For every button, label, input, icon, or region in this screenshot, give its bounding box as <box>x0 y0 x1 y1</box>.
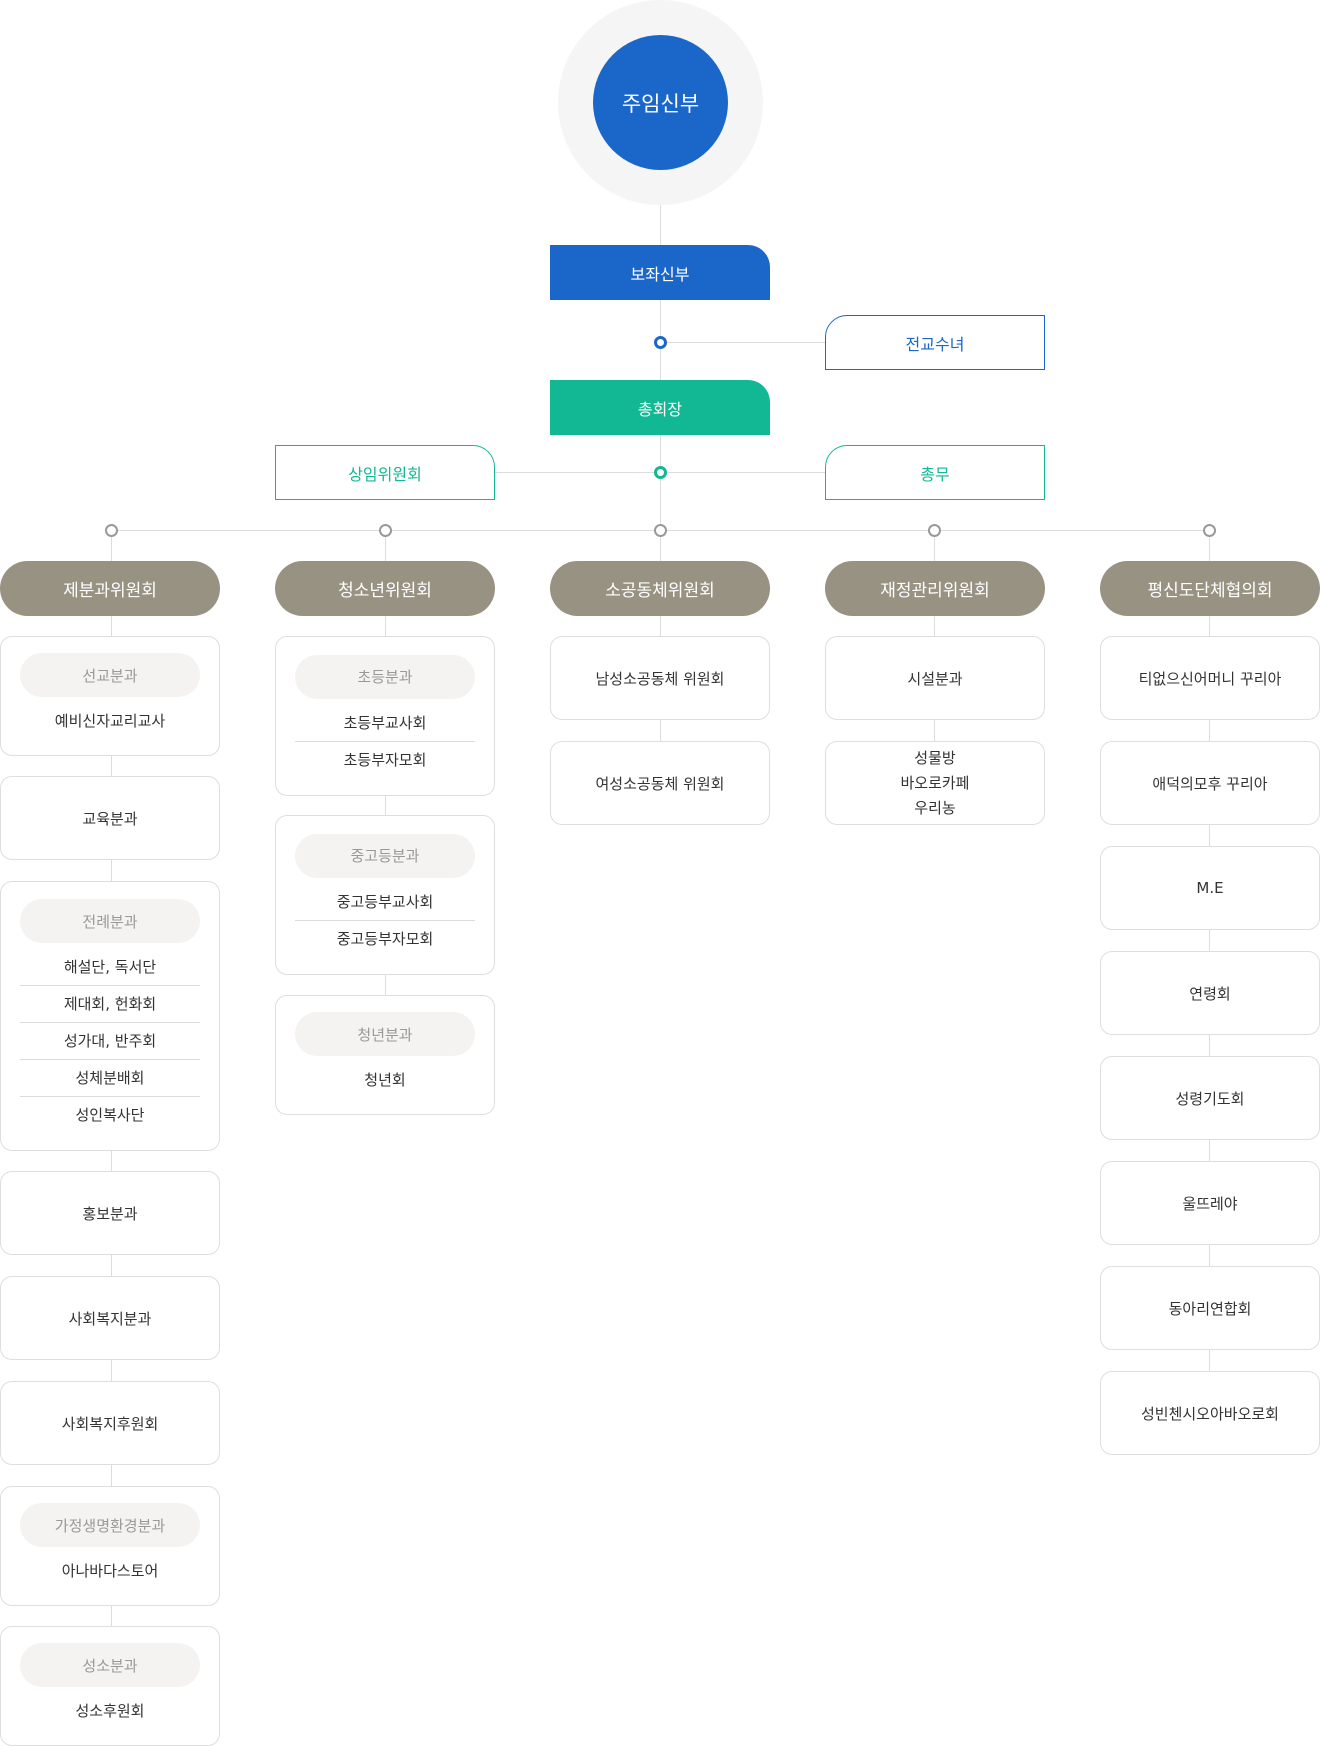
organization-box: 티없으신어머니 꾸리아 <box>1100 636 1320 720</box>
department-box: 성소분과 성소후원회 <box>0 1626 220 1746</box>
organization-box: 애덕의모후 꾸리아 <box>1100 741 1320 825</box>
connector-dot <box>1203 524 1216 537</box>
department-header: 성소분과 <box>20 1643 200 1687</box>
department-label: 교육분과 <box>82 809 138 828</box>
department-header: 초등분과 <box>295 654 475 699</box>
group-item: 바오로카페 <box>900 773 970 792</box>
connector-dot <box>928 524 941 537</box>
group-item: 중고등부자모회 <box>336 929 434 948</box>
organization-label: 성빈첸시오아바오로회 <box>1140 1404 1279 1423</box>
organization-label: 성령기도회 <box>1175 1089 1245 1108</box>
group-item: 초등부교사회 <box>295 705 475 742</box>
department-box: 사회복지분과 <box>0 1276 220 1360</box>
organization-box: 성령기도회 <box>1100 1056 1320 1140</box>
organization-label: M.E <box>1196 879 1224 897</box>
department-box: 교육분과 <box>0 776 220 860</box>
department-box: 성물방 바오로카페 우리농 <box>825 741 1045 825</box>
group-item: 초등부자모회 <box>343 750 427 769</box>
group-item: 우리농 <box>914 798 956 817</box>
president-node: 총회장 <box>550 380 770 435</box>
department-header: 전례분과 <box>20 899 200 943</box>
department-box: 사회복지후원회 <box>0 1381 220 1465</box>
group-item: 성물방 <box>914 748 956 767</box>
department-label: 남성소공동체 위원회 <box>595 669 725 688</box>
department-box: 초등분과 초등부교사회 초등부자모회 <box>275 636 495 796</box>
group-item: 제대회, 헌화회 <box>20 986 200 1023</box>
group-item: 성가대, 반주회 <box>20 1023 200 1060</box>
standing-committee-node: 상임위원회 <box>275 445 495 500</box>
organization-label: 동아리연합회 <box>1168 1299 1252 1318</box>
committee-node: 청소년위원회 <box>275 561 495 616</box>
department-box: 가정생명환경분과 아나바다스토어 <box>0 1486 220 1606</box>
assistant-priest-node: 보좌신부 <box>550 245 770 300</box>
connector-dot <box>105 524 118 537</box>
connector-dot <box>379 524 392 537</box>
group-item: 예비신자교리교사 <box>54 712 166 730</box>
group-item: 해설단, 독서단 <box>20 949 200 986</box>
organization-label: 애덕의모후 꾸리아 <box>1152 774 1268 793</box>
organization-box: M.E <box>1100 846 1320 930</box>
connector-line <box>660 205 661 525</box>
organization-label: 울뜨레야 <box>1182 1194 1238 1213</box>
department-box: 남성소공동체 위원회 <box>550 636 770 720</box>
organization-label: 연령회 <box>1189 984 1231 1003</box>
department-label: 홍보분과 <box>82 1204 138 1223</box>
committee-node: 소공동체위원회 <box>550 561 770 616</box>
department-box: 중고등분과 중고등부교사회 중고등부자모회 <box>275 815 495 975</box>
department-header: 가정생명환경분과 <box>20 1503 200 1547</box>
group-item: 청년회 <box>364 1071 406 1089</box>
connector-dot <box>654 336 667 349</box>
organization-box: 성빈첸시오아바오로회 <box>1100 1371 1320 1455</box>
sister-node: 전교수녀 <box>825 315 1045 370</box>
department-label: 사회복지분과 <box>68 1309 152 1328</box>
department-box: 전례분과 해설단, 독서단 제대회, 헌화회 성가대, 반주회 성체분배회 성인… <box>0 881 220 1151</box>
department-box: 청년분과 청년회 <box>275 995 495 1115</box>
organization-box: 울뜨레야 <box>1100 1161 1320 1245</box>
organization-box: 연령회 <box>1100 951 1320 1035</box>
department-box: 여성소공동체 위원회 <box>550 741 770 825</box>
organization-box: 동아리연합회 <box>1100 1266 1320 1350</box>
department-header: 선교분과 <box>20 653 200 697</box>
department-header: 청년분과 <box>295 1012 475 1056</box>
connector-dot <box>654 466 667 479</box>
committee-node: 평신도단체협의회 <box>1100 561 1320 616</box>
department-box: 시설분과 <box>825 636 1045 720</box>
group-item: 성인복사단 <box>75 1106 145 1124</box>
committee-node: 제분과위원회 <box>0 561 220 616</box>
department-label: 사회복지후원회 <box>61 1414 159 1433</box>
department-header: 중고등분과 <box>295 833 475 878</box>
committee-node: 재정관리위원회 <box>825 561 1045 616</box>
organization-label: 티없으신어머니 꾸리아 <box>1138 669 1282 688</box>
department-label: 시설분과 <box>907 669 963 688</box>
connector-line <box>660 342 825 343</box>
group-item: 성소후원회 <box>75 1702 145 1720</box>
group-item: 아나바다스토어 <box>61 1562 159 1580</box>
department-box: 선교분과 예비신자교리교사 <box>0 636 220 756</box>
department-label: 여성소공동체 위원회 <box>595 774 725 793</box>
group-item: 중고등부교사회 <box>295 884 475 921</box>
connector-dot <box>654 524 667 537</box>
general-affairs-node: 총무 <box>825 445 1045 500</box>
head-priest-node: 주임신부 <box>593 35 728 170</box>
group-item: 성체분배회 <box>20 1060 200 1097</box>
department-box: 홍보분과 <box>0 1171 220 1255</box>
